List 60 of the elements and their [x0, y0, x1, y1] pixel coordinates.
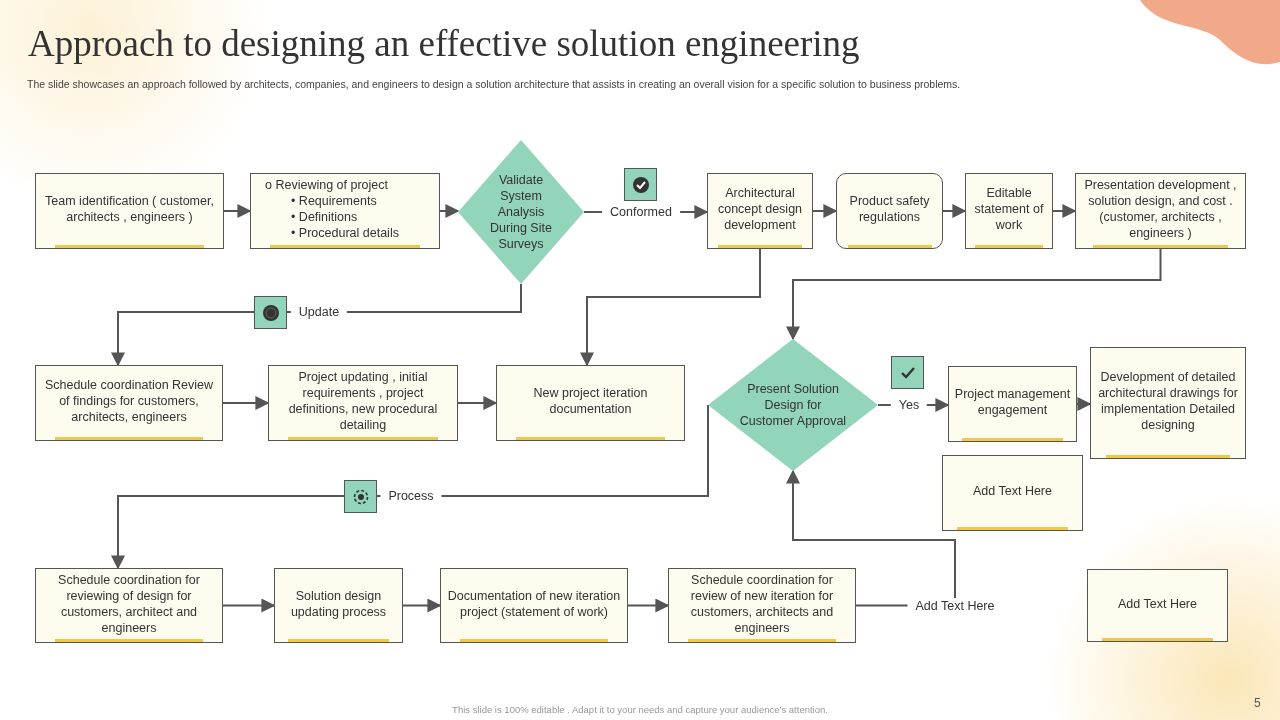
process-box [35, 173, 224, 249]
edge-label: Update [290, 304, 348, 320]
process-box [965, 173, 1053, 249]
node-text: Team identification ( customer, architects , engineers ) [44, 193, 215, 225]
node-text: Schedule coordination for reviewing of design for customers, architect and engineers [57, 571, 201, 636]
process-box [948, 366, 1077, 442]
node-text: Add Text Here [973, 483, 1052, 499]
arrow [627, 598, 670, 613]
process-box [274, 568, 403, 643]
process-box [707, 173, 813, 249]
node-text: Presentation development , solution design, and cost . (customer, architects , engineers ) [1083, 177, 1238, 241]
node-text: Development of detailed architectural drawings for implementation Detailed designing [1097, 369, 1239, 433]
arrow [457, 396, 498, 410]
process-box [268, 365, 458, 441]
process-box [836, 173, 943, 249]
arrow [222, 598, 276, 613]
arrow [223, 204, 252, 218]
footer-note: This slide is 100% editable . Adapt it to your needs and capture your audience’s attention. [451, 703, 829, 717]
node-text: Schedule coordination for review of new iteration for customers, architects and engineers [689, 571, 835, 636]
arrow [812, 204, 838, 218]
decision-diamond [458, 140, 584, 284]
arrow [1052, 204, 1077, 218]
arrow [942, 204, 967, 218]
process-box [1090, 347, 1246, 459]
node-text: Architectural concept design development [716, 185, 804, 233]
process-box [942, 455, 1083, 531]
process-box [496, 365, 685, 441]
arrow [439, 204, 460, 218]
node-text: Schedule coordination Review of findings for customers, architects, engineers [43, 377, 215, 425]
node-text: Project updating , initial requirements , project definitions, new procedural detailing [287, 369, 439, 433]
node-text: Present Solution Design for Customer Approval [738, 381, 848, 429]
arrow [402, 598, 442, 613]
process-box [668, 568, 856, 643]
node-text: Add Text Here [1118, 595, 1197, 612]
process-box [1075, 173, 1246, 249]
node-text: Editable statement of work [973, 185, 1045, 233]
process-box [440, 568, 628, 643]
node-text: Product safety regulations [848, 193, 931, 225]
node-text: o Reviewing of project [265, 178, 388, 192]
node-text: Documentation of new iteration project (statement of work) [446, 587, 622, 620]
arrow [786, 248, 1162, 341]
node-text: Solution design updating process [289, 587, 388, 620]
decision-diamond [708, 339, 878, 471]
arrow [111, 404, 709, 570]
slide-caption: The slide showcases an approach followed by architects, companies, and engineers to design a solution architecture that assists in creating an overall vision for a specific solution to business problems. [27, 77, 962, 91]
process-box [35, 568, 223, 643]
node-text: New project iteration documentation [532, 385, 649, 417]
node-text: • Procedural details [291, 226, 399, 240]
node-text: Validate System Analysis During Site Surveys [489, 172, 553, 252]
arrow [222, 396, 270, 410]
page-number: 5 [1254, 695, 1261, 712]
arrow [580, 248, 761, 367]
process-box [250, 173, 440, 249]
slide-title: Approach to designing an effective solution engineering [28, 22, 860, 66]
process-box [1087, 569, 1228, 642]
arrow [1076, 397, 1092, 411]
node-text: • Requirements [291, 194, 377, 208]
process-box [35, 365, 223, 441]
node-text: • Definitions [291, 210, 358, 224]
node-text: Project management engagement [953, 386, 1072, 418]
